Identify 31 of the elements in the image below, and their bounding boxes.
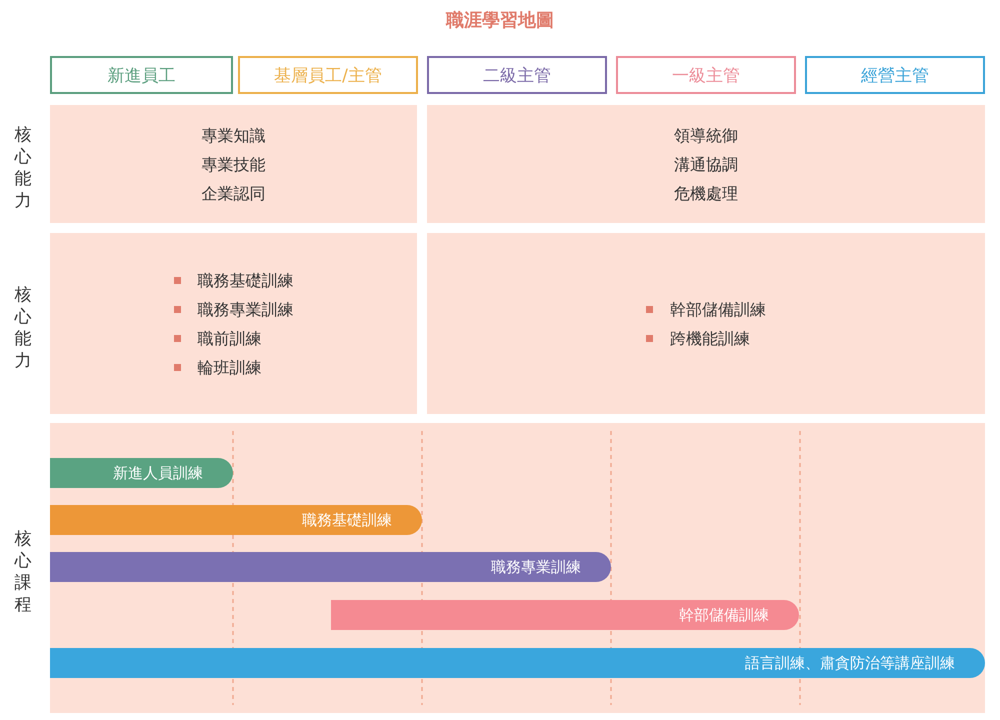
row-label: 核心課程	[14, 528, 32, 616]
level-header: 新進員工	[50, 56, 233, 94]
competency-text: 領導統御	[674, 124, 738, 146]
competency-text: 危機處理	[674, 182, 738, 204]
diagram-title: 職涯學習地圖	[446, 10, 554, 31]
panel-background	[427, 105, 985, 223]
course-bar: 新進人員訓練	[50, 458, 233, 488]
competency-text: 專業技能	[202, 154, 266, 176]
panel-background	[50, 105, 417, 223]
level-header: 二級主管	[427, 56, 607, 94]
level-header: 一級主管	[616, 56, 796, 94]
course-bar: 語言訓練、肅貪防治等講座訓練	[50, 648, 985, 678]
level-header: 經營主管	[805, 56, 985, 94]
course-bar: 幹部儲備訓練	[331, 600, 799, 630]
list-item: 跨機能訓練	[670, 328, 750, 348]
competency-text: 溝通協調	[674, 154, 738, 176]
competency-text: 企業認同	[202, 182, 266, 204]
level-header: 基層員工/主管	[238, 56, 418, 94]
competency-text: 專業知識	[202, 124, 266, 146]
panel-background	[50, 233, 417, 414]
course-bar: 職務基礎訓練	[50, 505, 422, 535]
list-item: 幹部儲備訓練	[670, 300, 766, 318]
panel-background	[427, 233, 985, 414]
course-bar: 職務專業訓練	[50, 552, 611, 582]
panel-background	[50, 423, 985, 713]
row-label: 核心能力	[14, 124, 32, 212]
list-item: 輪班訓練	[198, 358, 262, 376]
list-item: 職務基礎訓練	[198, 270, 294, 290]
list-item: 職務專業訓練	[198, 300, 294, 318]
row-label: 核心能力	[14, 284, 32, 372]
list-item: 職前訓練	[198, 328, 262, 348]
